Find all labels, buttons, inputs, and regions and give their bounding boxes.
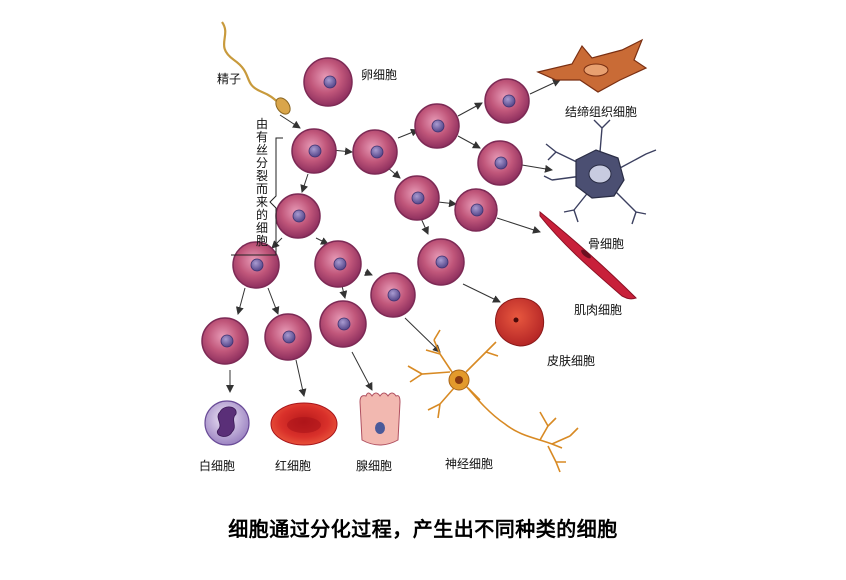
bracket-label-char: 丝 [255,143,268,157]
bracket-label-char: 的 [255,208,268,222]
bracket-label-char: 有 [255,130,268,144]
bracket-label-char: 细 [255,221,268,235]
skin-cell [495,297,544,347]
connective-tissue-cell [536,38,648,93]
label-skin-cell: 皮肤细胞 [547,354,596,368]
mitosis-bracket-label: 由有丝分裂而来的细胞 [255,118,269,248]
label-gland-cell: 腺细胞 [356,459,393,473]
bracket-label-char: 裂 [255,169,268,183]
label-sperm: 精子 [217,72,242,86]
bracket-label-char: 分 [255,156,268,170]
label-white-blood-cell: 白细胞 [199,459,236,473]
bracket-label-char: 而 [255,182,268,196]
label-red-blood-cell: 红细胞 [275,459,312,473]
gland-cell [359,392,401,446]
label-bone-cell: 骨细胞 [588,237,625,251]
label-connective-tissue-cell: 结缔组织细胞 [565,105,638,119]
caption: 细胞通过分化过程，产生出不同种类的细胞 [228,517,618,541]
cell-nuclei [220,75,516,348]
muscle-cell [539,210,637,300]
red-blood-cell [270,402,338,446]
mitosis-bracket [231,137,283,256]
nerve-cell [407,329,579,473]
label-nerve-cell: 神经细胞 [445,457,494,471]
sperm-cell [221,21,291,115]
white-blood-cell [204,400,250,446]
bracket-label-char: 由 [255,117,268,131]
bracket-label-char: 胞 [255,234,268,248]
bracket-label-char: 来 [255,195,268,209]
label-muscle-cell: 肌肉细胞 [574,303,623,317]
label-egg: 卵细胞 [361,68,398,82]
bone-cell [543,119,657,225]
